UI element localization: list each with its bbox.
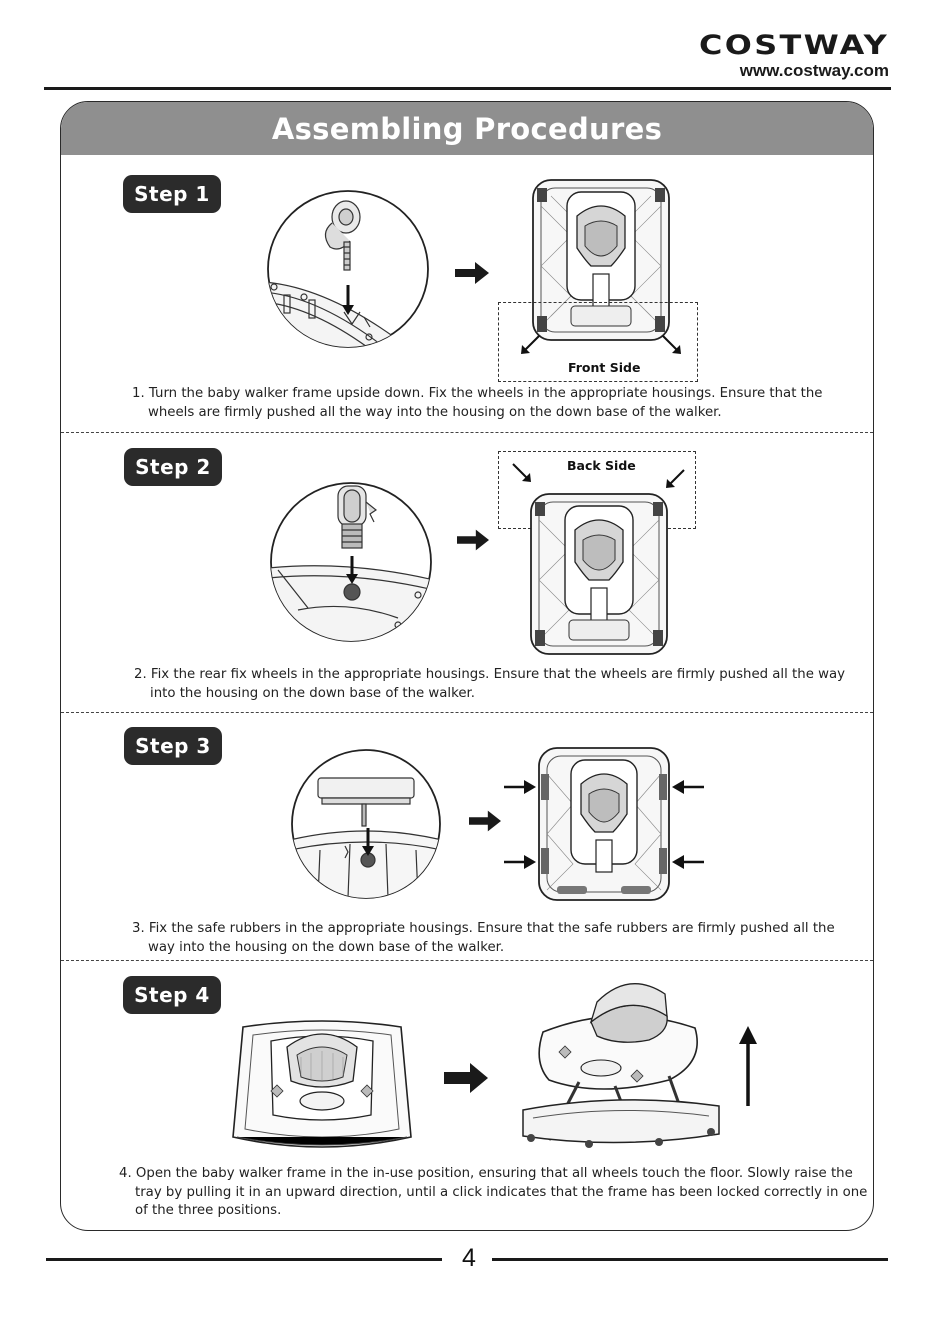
footer-rule-right [492, 1258, 888, 1261]
step-4-line-2: tray by pulling it in an upward directio… [119, 1184, 867, 1203]
step-2-description: 2. Fix the rear fix wheels in the approp… [134, 666, 845, 703]
step-3-right-top-arrow-icon [672, 779, 704, 795]
footer-rule-left [46, 1258, 442, 1261]
step-divider-2 [61, 712, 873, 713]
raise-tray-arrow-icon [737, 1026, 759, 1106]
step-1-line-2: wheels are firmly pushed all the way int… [132, 404, 822, 423]
step-2-wheel-detail-illustration [268, 480, 434, 644]
brand-name: COSTWAY [699, 32, 889, 60]
step-divider-1 [61, 432, 873, 433]
procedures-frame: Assembling Procedures Step 1 [60, 101, 874, 1231]
step-3-right-bottom-arrow-icon [672, 854, 704, 870]
step-2-walker-illustration [529, 490, 669, 658]
step-3-left-bottom-arrow-icon [504, 854, 536, 870]
front-side-label: Front Side [568, 360, 640, 375]
step-3-walker-illustration [537, 744, 671, 904]
front-right-pointer-icon [661, 334, 683, 356]
section-title: Assembling Procedures [272, 112, 662, 146]
step-4-line-1: 4. Open the baby walker frame in the in-… [119, 1166, 853, 1181]
front-left-pointer-icon [519, 334, 541, 356]
step-3-line-1: 3. Fix the safe rubbers in the appropria… [132, 921, 835, 936]
step-4-description: 4. Open the baby walker frame in the in-… [119, 1165, 867, 1221]
step-3-description: 3. Fix the safe rubbers in the appropria… [132, 920, 835, 957]
step-4-badge: Step 4 [123, 976, 221, 1014]
step-4-open-walker-illustration [519, 972, 723, 1150]
back-right-pointer-icon [664, 468, 686, 490]
step-3-rubber-detail-illustration [290, 748, 442, 900]
step-3-arrow-icon [469, 810, 501, 832]
step-1-description: 1. Turn the baby walker frame upside dow… [132, 385, 822, 422]
step-2-arrow-icon [457, 529, 489, 551]
brand-logo: COSTWAY www.costway.com [728, 32, 889, 81]
section-banner: Assembling Procedures [61, 102, 873, 155]
page-number: 4 [457, 1244, 481, 1273]
step-1-badge: Step 1 [123, 175, 221, 213]
brand-url: www.costway.com [728, 61, 889, 81]
step-3-badge: Step 3 [124, 727, 222, 765]
step-divider-3 [61, 960, 873, 961]
back-left-pointer-icon [511, 462, 533, 484]
step-2-line-2: into the housing on the down base of the… [134, 685, 845, 704]
step-2-badge: Step 2 [124, 448, 222, 486]
step-4-arrow-icon [444, 1063, 488, 1093]
step-1-wheel-detail-illustration [264, 187, 432, 351]
step-3-left-top-arrow-icon [504, 779, 536, 795]
step-3-line-2: way into the housing on the down base of… [132, 939, 835, 958]
step-1-line-1: 1. Turn the baby walker frame upside dow… [132, 386, 822, 401]
step-2-line-1: 2. Fix the rear fix wheels in the approp… [134, 667, 845, 682]
back-side-label: Back Side [567, 458, 636, 473]
header-rule [44, 87, 891, 90]
step-1-arrow-icon [455, 262, 489, 284]
step-4-folded-walker-illustration [231, 1017, 413, 1155]
step-4-line-3: of the three positions. [119, 1202, 867, 1221]
